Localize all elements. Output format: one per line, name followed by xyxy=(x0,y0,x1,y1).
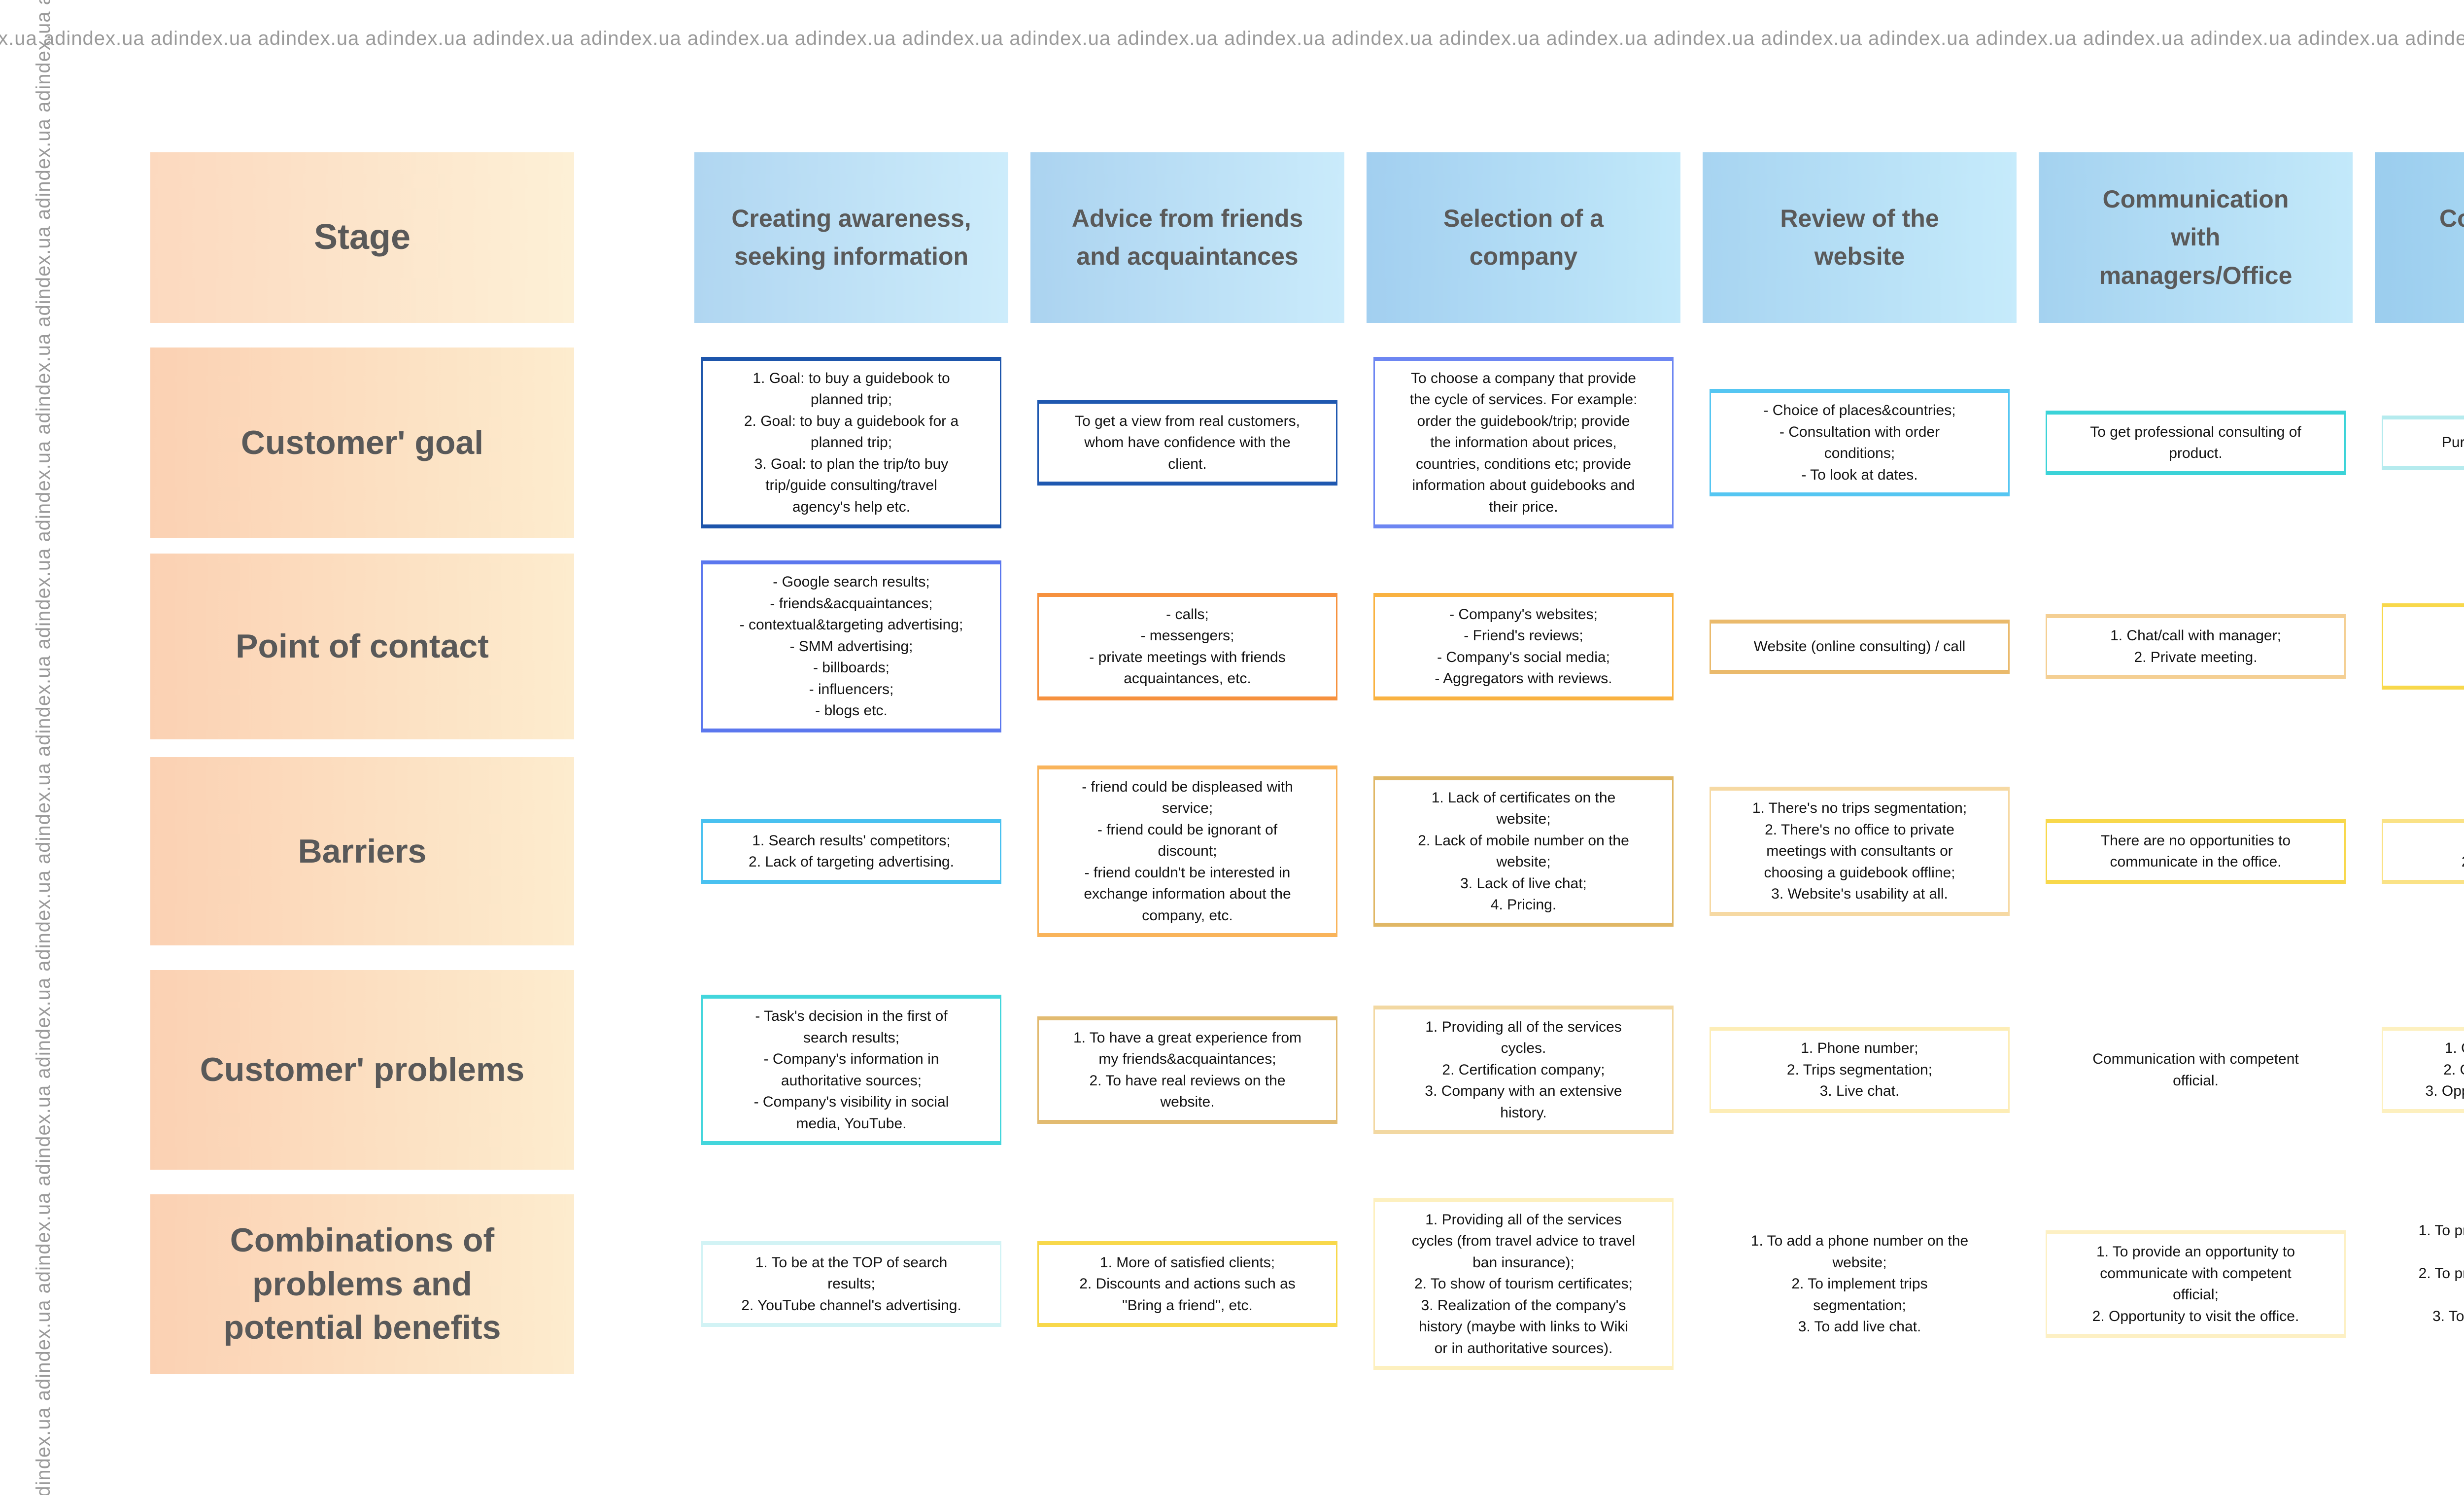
journey-note: 1. To add a phone number on the website;… xyxy=(1750,1233,1969,1335)
journey-note: - store personnel; - cash; - online paym… xyxy=(2382,603,2464,690)
journey-note: Communication with competent official. xyxy=(2092,1051,2299,1089)
stage-column-advice: Advice from friends and acquaintances xyxy=(1030,152,1344,323)
journey-note: 1. Chat/call with manager; 2. Private me… xyxy=(2046,614,2346,679)
journey-note: Website (online consulting) / call xyxy=(1710,619,2010,674)
stage-column-awareness: Creating awareness, seeking information xyxy=(694,152,1008,323)
journey-note: - Task's decision in the first of search… xyxy=(701,995,1001,1145)
row-label-customer-problems: Customer' problems xyxy=(150,970,574,1170)
row-point-of-contact: Point of contact - Google search results… xyxy=(150,554,2464,739)
journey-note: - Company's websites; - Friend's reviews… xyxy=(1373,592,1674,700)
journey-note: 1) customer's doubt; 2) lack of full amo… xyxy=(2382,819,2464,884)
journey-note: - calls; - messengers; - private meeting… xyxy=(1037,592,1337,700)
journey-note: 1. Providing all of the services cycles.… xyxy=(1373,1005,1674,1135)
journey-note: To choose a company that provide the cyc… xyxy=(1373,356,1674,529)
journey-note: To get professional consulting of produc… xyxy=(2046,410,2346,475)
journey-note: 1. To provide an opportunity to pay card… xyxy=(2418,1222,2464,1324)
stage-header-label: Stage xyxy=(313,217,411,257)
journey-note: To get a view from real customers, whom … xyxy=(1037,399,1337,486)
journey-note: 1. Lack of certificates on the website; … xyxy=(1373,776,1674,927)
journey-note: There are no opportunities to communicat… xyxy=(2046,819,2346,884)
stage-column-selection: Selection of a company xyxy=(1367,152,1680,323)
journey-note: Purchase of trip/guidebook. xyxy=(2382,416,2464,470)
row-customer-goal: Customer' goal 1. Goal: to buy a guidebo… xyxy=(150,348,2464,538)
row-label-barriers: Barriers xyxy=(150,757,574,945)
journey-note: 1. Goal: to buy a guidebook to planned t… xyxy=(701,356,1001,529)
journey-note: 1. Opportunity to pay card; 2. Opportuni… xyxy=(2382,1027,2464,1113)
watermark-top: adindex.ua adindex.ua adindex.ua adindex… xyxy=(0,29,2464,48)
watermark-left: adindex.ua adindex.ua adindex.ua adindex… xyxy=(34,0,53,1495)
row-barriers: Barriers 1. Search results' competitors;… xyxy=(150,757,2464,945)
journey-note: 1. Search results' competitors; 2. Lack … xyxy=(701,819,1001,884)
journey-note: 1. To provide an opportunity to communic… xyxy=(2046,1230,2346,1338)
journey-note: - Google search results; - friends&acqua… xyxy=(701,560,1001,732)
stage-header-row: Stage Creating awareness, seeking inform… xyxy=(150,152,2464,323)
stage-column-review: Review of the website xyxy=(1703,152,2017,323)
row-label-combinations: Combinations of problems and potential b… xyxy=(150,1194,574,1374)
journey-note: 1. More of satisfied clients; 2. Discoun… xyxy=(1037,1241,1337,1327)
row-combinations: Combinations of problems and potential b… xyxy=(150,1194,2464,1374)
journey-note: 1. There's no trips segmentation; 2. The… xyxy=(1710,787,2010,916)
row-label-customer-goal: Customer' goal xyxy=(150,348,574,538)
stage-column-communication: Communication with managers/Office xyxy=(2039,152,2353,323)
row-customer-problems: Customer' problems - Task's decision in … xyxy=(150,970,2464,1170)
journey-note: 1. To have a great experience from my fr… xyxy=(1037,1016,1337,1124)
journey-table: Stage Creating awareness, seeking inform… xyxy=(150,152,2464,1374)
journey-note: 1. Phone number; 2. Trips segmentation; … xyxy=(1710,1027,2010,1113)
journey-note: - Choice of places&countries; - Consulta… xyxy=(1710,389,2010,496)
stage-column-conclusion: Conclusion of a treaty xyxy=(2375,152,2464,323)
journey-note: 1. Providing all of the services cycles … xyxy=(1373,1198,1674,1370)
journey-note: 1. To be at the TOP of search results; 2… xyxy=(701,1241,1001,1327)
row-label-point-of-contact: Point of contact xyxy=(150,554,574,739)
journey-note: - friend could be displeased with servic… xyxy=(1037,765,1337,938)
stage-header-cell: Stage xyxy=(150,152,574,323)
